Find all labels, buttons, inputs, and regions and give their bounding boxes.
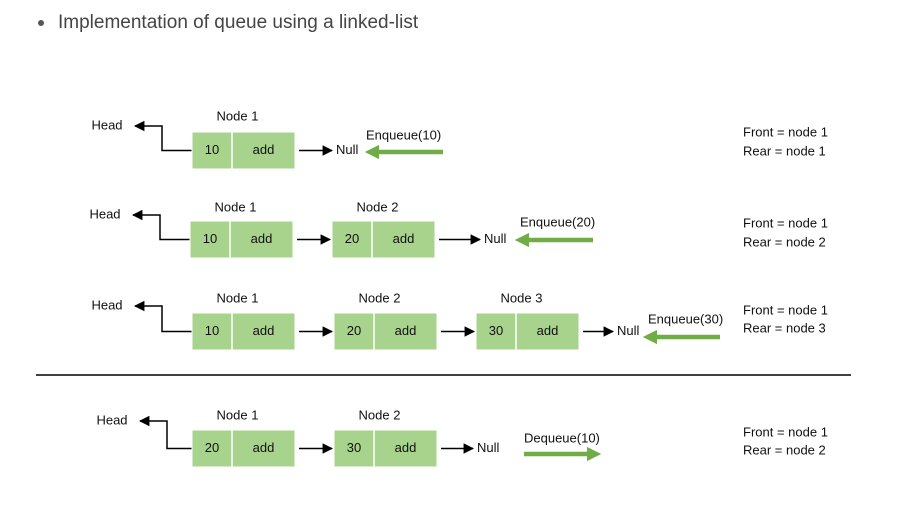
node-box bbox=[191, 131, 296, 170]
node-address-field: add bbox=[395, 323, 417, 338]
queue-row-1: Head Node 1 10 add Null Enqueue(10) Front = no… bbox=[91, 108, 828, 170]
linked-list-node: Node 2 20 add bbox=[333, 290, 476, 351]
queue-row-3: Head Node 1 10 add Node 2 20 add Node 3 30 add Nul… bbox=[91, 290, 828, 351]
node-address-field: add bbox=[253, 323, 275, 338]
head-pointer-arrow bbox=[133, 300, 192, 333]
front-pointer-label: Front = node 1 bbox=[743, 424, 828, 439]
node-label: Node 2 bbox=[357, 199, 399, 214]
node-address-field: add bbox=[253, 142, 275, 157]
linked-list-node: Node 1 10 add bbox=[191, 108, 334, 170]
node-value: 20 bbox=[345, 231, 359, 246]
node-label: Node 1 bbox=[217, 290, 259, 305]
head-pointer-arrow bbox=[131, 209, 190, 241]
null-label: Null bbox=[484, 231, 507, 246]
node-value: 10 bbox=[205, 142, 219, 157]
node-label: Node 1 bbox=[217, 407, 259, 422]
head-pointer-arrow bbox=[133, 120, 192, 152]
linked-list-node: Node 3 30 add bbox=[475, 290, 615, 351]
node-value: 10 bbox=[205, 323, 219, 338]
front-pointer-label: Front = node 1 bbox=[743, 124, 828, 139]
linked-list-node: Node 1 10 add bbox=[191, 290, 334, 351]
rear-pointer-label: Rear = node 2 bbox=[743, 442, 826, 457]
linked-list-node: Node 2 30 add bbox=[333, 407, 475, 468]
node-box bbox=[191, 429, 296, 468]
rear-pointer-label: Rear = node 2 bbox=[743, 234, 826, 249]
rear-pointer-label: Rear = node 1 bbox=[743, 143, 826, 158]
node-label: Node 1 bbox=[217, 108, 259, 123]
linked-list-node: Node 2 20 add bbox=[331, 199, 482, 259]
node-label: Node 1 bbox=[215, 199, 257, 214]
null-label: Null bbox=[336, 142, 359, 157]
node-address-field: add bbox=[393, 231, 415, 246]
node-box bbox=[475, 312, 580, 351]
node-box bbox=[191, 312, 296, 351]
node-value: 20 bbox=[205, 440, 219, 455]
node-label: Node 2 bbox=[359, 290, 401, 305]
node-box bbox=[333, 429, 438, 468]
node-value: 30 bbox=[347, 440, 361, 455]
node-address-field: add bbox=[537, 323, 559, 338]
queue-row-2: Head Node 1 10 add Node 2 20 add Null Enqueue(20… bbox=[89, 199, 828, 259]
null-label: Null bbox=[617, 323, 640, 338]
head-label: Head bbox=[91, 297, 122, 312]
node-value: 20 bbox=[347, 323, 361, 338]
head-label: Head bbox=[96, 412, 127, 427]
node-address-field: add bbox=[253, 440, 275, 455]
operation-label: Enqueue(10) bbox=[366, 127, 441, 142]
head-label: Head bbox=[91, 117, 122, 132]
operation-label: Dequeue(10) bbox=[524, 430, 600, 445]
head-label: Head bbox=[89, 206, 120, 221]
bullet-icon bbox=[38, 20, 44, 26]
node-box bbox=[333, 312, 438, 351]
front-pointer-label: Front = node 1 bbox=[743, 215, 828, 230]
linked-list-node: Node 1 20 add bbox=[191, 407, 334, 468]
node-box bbox=[331, 220, 436, 259]
node-value: 30 bbox=[489, 323, 503, 338]
heading-text: Implementation of queue using a linked-l… bbox=[58, 12, 419, 33]
node-box bbox=[189, 220, 294, 259]
page-heading: Implementation of queue using a linked-l… bbox=[38, 12, 418, 34]
node-label: Node 3 bbox=[501, 290, 543, 305]
rear-pointer-label: Rear = node 3 bbox=[743, 320, 826, 335]
node-label: Node 2 bbox=[359, 407, 401, 422]
front-pointer-label: Front = node 1 bbox=[743, 302, 828, 317]
linked-list-node: Node 1 10 add bbox=[189, 199, 332, 259]
head-pointer-arrow bbox=[138, 415, 192, 450]
node-address-field: add bbox=[395, 440, 417, 455]
operation-label: Enqueue(20) bbox=[520, 214, 595, 229]
node-address-field: add bbox=[251, 231, 273, 246]
null-label: Null bbox=[477, 440, 500, 455]
queue-row-4: Head Node 1 20 add Node 2 30 add Null Dequeue(10… bbox=[96, 407, 828, 468]
node-value: 10 bbox=[203, 231, 217, 246]
operation-label: Enqueue(30) bbox=[648, 311, 723, 326]
